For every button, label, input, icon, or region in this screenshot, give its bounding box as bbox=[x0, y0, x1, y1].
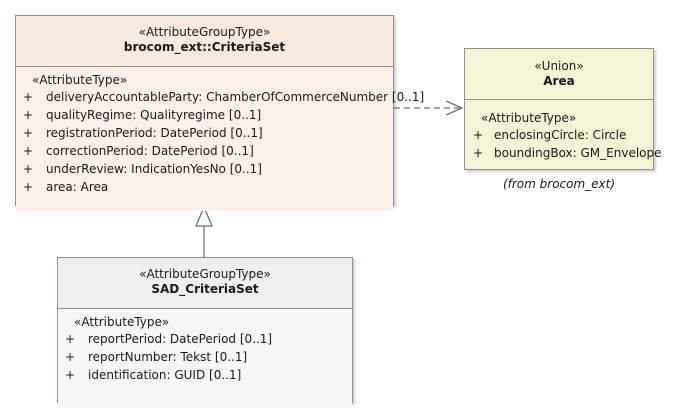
visibility-marker: + bbox=[65, 332, 76, 346]
visibility-marker: + bbox=[23, 108, 34, 122]
class-name: brocom_ext::CriteriaSet bbox=[123, 40, 286, 54]
class-stereotype: «AttributeGroupType» bbox=[139, 267, 271, 281]
attribute-row[interactable]: + underReview: IndicationYesNo [0..1] bbox=[16, 160, 393, 178]
section-stereotype: «AttributeType» bbox=[481, 111, 577, 125]
visibility-marker: + bbox=[65, 350, 76, 364]
attribute-row[interactable]: + correctionPeriod: DatePeriod [0..1] bbox=[16, 142, 393, 160]
criteria-set-class[interactable]: «AttributeGroupType» brocom_ext::Criteri… bbox=[15, 15, 424, 211]
area-union-class[interactable]: «Union» Area «AttributeType» + enclosingC… bbox=[464, 48, 662, 170]
package-note: (from brocom_ext) bbox=[502, 177, 616, 191]
attribute-row[interactable]: + identification: GUID [0..1] bbox=[58, 366, 352, 384]
attribute-text: area: Area bbox=[46, 180, 109, 194]
visibility-marker: + bbox=[23, 90, 34, 104]
attribute-row[interactable]: + qualityRegime: Qualityregime [0..1] bbox=[16, 106, 393, 124]
attribute-text: underReview: IndicationYesNo [0..1] bbox=[46, 162, 262, 176]
attribute-text: reportPeriod: DatePeriod [0..1] bbox=[88, 332, 273, 346]
class-header: «AttributeGroupType» SAD_CriteriaSet bbox=[58, 258, 352, 309]
attribute-text: qualityRegime: Qualityregime [0..1] bbox=[46, 108, 262, 122]
generalization-arrowhead bbox=[195, 205, 213, 227]
attributes-compartment: «AttributeType» + enclosingCircle: Circle… bbox=[465, 100, 662, 162]
attribute-row[interactable]: + deliveryAccountableParty: ChamberOfComm… bbox=[16, 88, 424, 106]
sad-criteria-set-class[interactable]: «AttributeGroupType» SAD_CriteriaSet «At… bbox=[57, 257, 353, 408]
class-header: «AttributeGroupType» brocom_ext::Criteri… bbox=[16, 16, 393, 67]
attribute-row[interactable]: + area: Area bbox=[16, 178, 393, 196]
attribute-text: boundingBox: GM_Envelope bbox=[494, 146, 662, 160]
visibility-marker: + bbox=[23, 126, 34, 140]
attribute-text: identification: GUID [0..1] bbox=[88, 368, 242, 382]
visibility-marker: + bbox=[23, 162, 34, 176]
class-name: SAD_CriteriaSet bbox=[151, 282, 259, 296]
attribute-text: deliveryAccountableParty: ChamberOfComme… bbox=[46, 90, 425, 104]
class-name: Area bbox=[543, 74, 575, 88]
section-stereotype: «AttributeType» bbox=[74, 315, 170, 329]
attribute-row[interactable]: + reportPeriod: DatePeriod [0..1] bbox=[58, 330, 352, 348]
section-stereotype: «AttributeType» bbox=[32, 73, 128, 87]
attributes-compartment: «AttributeType» + deliveryAccountablePart… bbox=[16, 67, 424, 211]
class-stereotype: «AttributeGroupType» bbox=[138, 25, 271, 39]
visibility-marker: + bbox=[23, 180, 34, 194]
attribute-text: enclosingCircle: Circle bbox=[494, 128, 627, 142]
class-stereotype: «Union» bbox=[534, 59, 584, 73]
visibility-marker: + bbox=[473, 128, 484, 142]
attribute-text: registrationPeriod: DatePeriod [0..1] bbox=[46, 126, 263, 140]
attribute-row[interactable]: + boundingBox: GM_Envelope bbox=[465, 144, 662, 162]
visibility-marker: + bbox=[473, 146, 484, 160]
attributes-compartment: «AttributeType» + reportPeriod: DatePerio… bbox=[58, 309, 352, 408]
class-header: «Union» Area bbox=[465, 49, 653, 100]
attribute-text: correctionPeriod: DatePeriod [0..1] bbox=[46, 144, 254, 158]
attribute-text: reportNumber: Tekst [0..1] bbox=[88, 350, 248, 364]
visibility-marker: + bbox=[65, 368, 76, 382]
attribute-row[interactable]: + reportNumber: Tekst [0..1] bbox=[58, 348, 352, 366]
attribute-row[interactable]: + registrationPeriod: DatePeriod [0..1] bbox=[16, 124, 393, 142]
visibility-marker: + bbox=[23, 144, 34, 158]
attribute-row[interactable]: + enclosingCircle: Circle bbox=[465, 126, 653, 144]
dependency-arrowhead bbox=[445, 100, 464, 116]
